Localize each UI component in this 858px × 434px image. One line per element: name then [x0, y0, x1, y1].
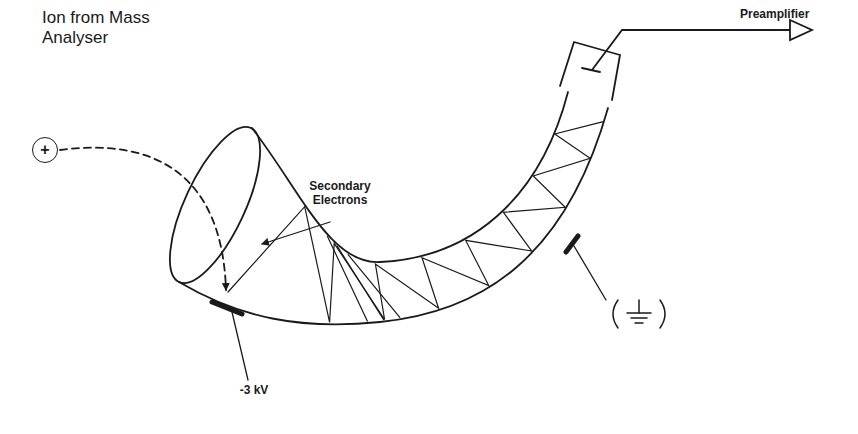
electron-path	[327, 236, 367, 321]
ion-circle: +	[32, 137, 58, 163]
voltage-label: -3 kV	[224, 384, 284, 398]
part-label: Preamplifier	[740, 8, 840, 22]
leader-line	[232, 312, 248, 380]
signal-wire	[592, 30, 790, 70]
leader-line	[574, 246, 606, 300]
electron-path	[228, 122, 603, 323]
caption-label: Ion from Mass Analyser	[42, 8, 172, 47]
ion-sign: +	[40, 142, 49, 158]
collector-plate	[582, 68, 600, 72]
collector-cup	[560, 42, 620, 100]
preamplifier-symbol	[790, 20, 812, 40]
part-label: Secondary Electrons	[300, 180, 380, 208]
tube-lower-wall	[179, 108, 608, 324]
high-voltage-electrode	[212, 302, 242, 314]
horn-mouth	[152, 115, 278, 294]
leader-arrow	[262, 222, 330, 244]
electron-cascade	[228, 122, 603, 323]
ion-trajectory	[60, 148, 226, 290]
electron-path	[348, 255, 400, 318]
ground-symbol	[613, 300, 665, 328]
electron-path	[337, 246, 383, 320]
